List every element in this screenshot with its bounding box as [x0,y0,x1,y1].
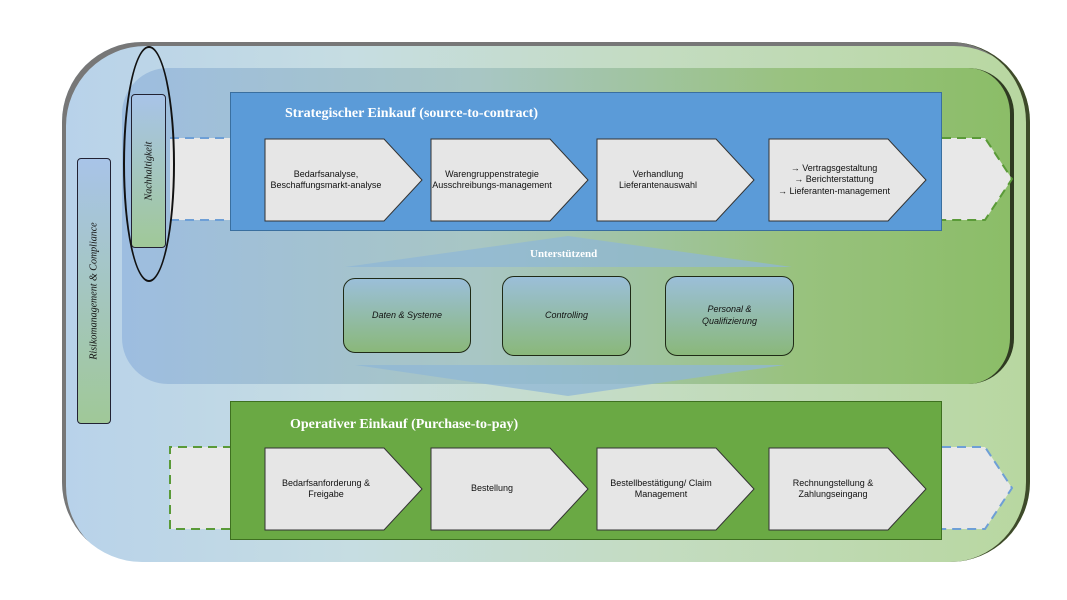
supporting-triangles [345,236,792,396]
strategic-step-2 [430,138,589,222]
inner-frame-edge [122,68,1014,384]
operative-step-2 [430,447,589,531]
outer-frame-edge [62,42,1030,562]
strategic-step-1-label: Bedarfsanalyse,Beschaffungsmarkt-analyse [270,168,382,190]
strategic-title: Strategischer Einkauf (source-to-contrac… [285,106,538,121]
operative-step-1 [264,447,423,531]
supporting-top-triangle [345,236,792,267]
strategic-arrow-dash-right [942,137,1014,221]
operative-arrow-dash-left [169,446,232,530]
operative-step-2-label: Bestellung [470,483,514,494]
strategic-step-4-label: → Vertragsgestaltung→ Berichterstattung→… [777,163,891,196]
supporting-title: Unterstützend [530,248,598,260]
support-controlling: Controlling [502,276,631,356]
support-personnel: Personal &Qualifizierung [665,276,794,356]
strategic-step-4 [768,138,927,222]
operative-title: Operativer Einkauf (Purchase-to-pay) [290,417,519,432]
sustainability-oval [123,46,175,282]
support-data-systems: Daten & Systeme [343,278,471,353]
operative-step-4 [768,447,927,531]
risk-compliance-box: Risikomanagement & Compliance [77,158,111,424]
operative-step-1-label: Bedarfsanforderung &Freigabe [281,477,371,499]
operative-step-4-label: Rechnungstellung &Zahlungseingang [792,477,874,499]
supporting-bottom-triangle [355,365,785,396]
strategic-step-1 [264,138,423,222]
operative-arrow-dash-right [942,446,1014,530]
strategic-step-3 [596,138,755,222]
operative-step-3 [596,447,755,531]
